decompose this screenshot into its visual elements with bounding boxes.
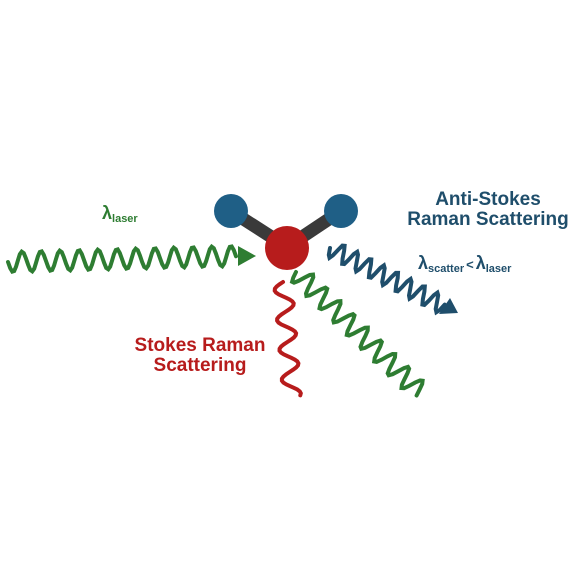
laser-subscript-2: laser	[485, 263, 512, 275]
laser-lambda-symbol: λ	[475, 253, 486, 273]
laser-subscript: laser	[112, 213, 138, 225]
stokes-title: Stokes Raman Scattering	[126, 336, 274, 376]
molecule-center-atom	[265, 226, 309, 270]
anti-stokes-scattered-wave	[326, 243, 447, 316]
stokes-title-line2: Scattering	[153, 354, 247, 376]
anti-stokes-wavelength-relation: λscatter<λlaser	[418, 254, 511, 276]
stokes-title-line1: Stokes Raman	[134, 335, 266, 356]
elastic-scattered-wave	[289, 270, 425, 398]
anti-stokes-arrowhead	[439, 298, 458, 314]
stokes-scattered-wave	[272, 280, 303, 398]
scatter-lambda-symbol: λ	[418, 253, 429, 273]
incoming-laser-wave	[6, 243, 238, 275]
scatter-subscript: scatter	[428, 263, 465, 275]
laser-arrowhead	[238, 246, 256, 266]
anti-stokes-title-line2: Raman Scattering	[407, 208, 569, 230]
lambda-symbol: λ	[102, 203, 113, 223]
water-molecule	[214, 194, 358, 270]
molecule-outer-atom-left	[214, 194, 248, 228]
anti-stokes-title-line1: Anti-Stokes	[435, 189, 541, 210]
molecule-outer-atom-right	[324, 194, 358, 228]
less-than-symbol: <	[466, 257, 474, 272]
laser-wavelength-label: λlaser	[102, 204, 138, 226]
anti-stokes-title: Anti-Stokes Raman Scattering	[398, 190, 578, 230]
